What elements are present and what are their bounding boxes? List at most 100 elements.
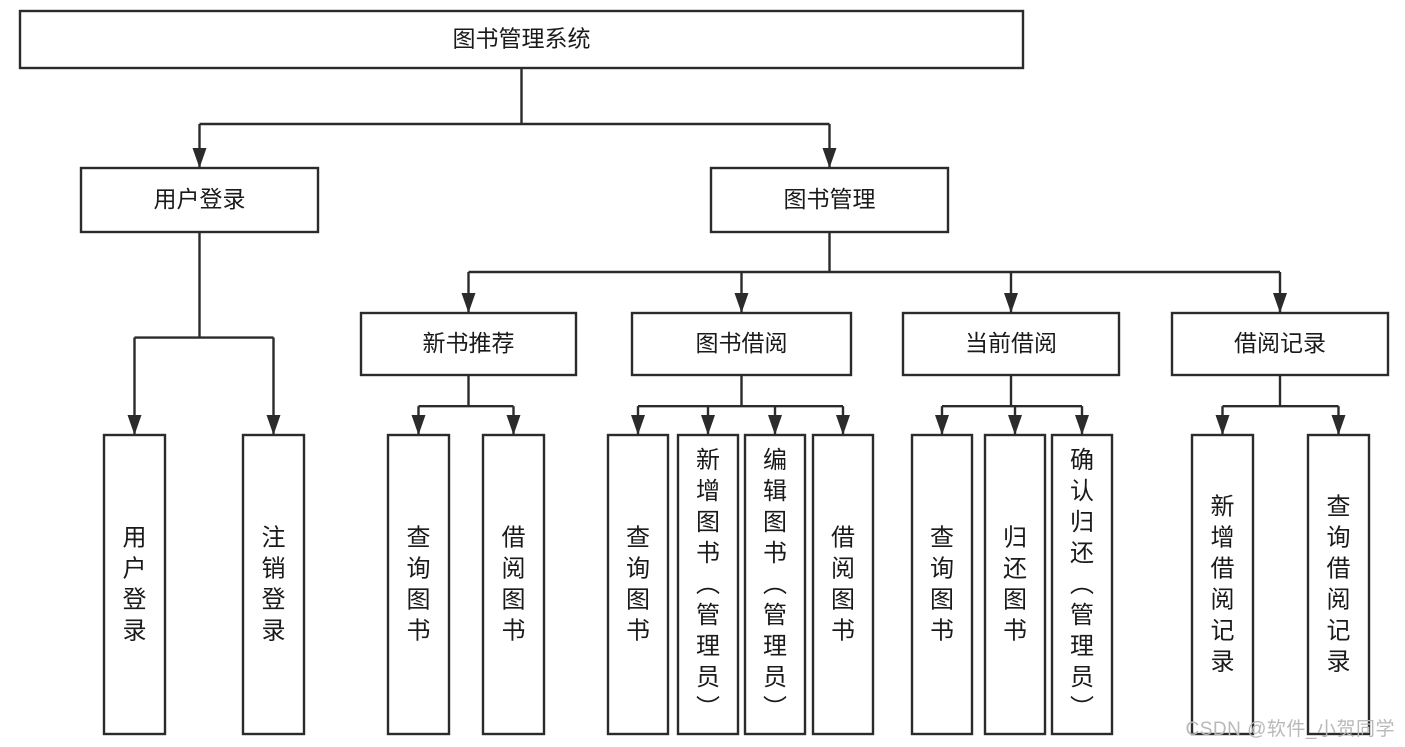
arrow-head-icon <box>935 415 949 435</box>
node-label-char: 阅 <box>1327 587 1351 614</box>
node-box <box>241 433 306 736</box>
node-box <box>676 433 740 736</box>
node-book-borrow[interactable]: 图书借阅 <box>630 311 853 377</box>
arrow-head-icon <box>1331 415 1346 435</box>
arrow-head-icon <box>266 415 281 435</box>
node-label-char: 查 <box>626 525 650 552</box>
node-label-char: 员 <box>696 664 720 691</box>
node-label-char: ︵ <box>1070 571 1094 598</box>
node-label-char: 图 <box>502 587 526 614</box>
arrow-head-icon <box>461 293 476 313</box>
node-label-char: 借 <box>502 525 526 552</box>
arrow-head-icon <box>734 293 749 313</box>
node-label-char: 书 <box>626 618 650 645</box>
node-label-char: 图 <box>930 587 954 614</box>
node-box <box>910 433 974 736</box>
node-box <box>901 311 1121 377</box>
node-label-char: ︶ <box>763 695 787 722</box>
node-label-char: ︵ <box>763 571 787 598</box>
arrow-head-icon <box>1215 415 1230 435</box>
node-box <box>102 433 167 736</box>
node-label-char: 认 <box>1070 478 1094 505</box>
arrow-head-icon <box>822 148 837 168</box>
node-label-char: 员 <box>1070 664 1094 691</box>
node-label-char: 录 <box>123 618 147 645</box>
node-box <box>630 311 853 377</box>
node-label: 借阅记录 <box>1234 330 1326 356</box>
node-label-char: 录 <box>262 618 286 645</box>
node-label-char: 管 <box>1070 602 1094 629</box>
node-label: 用户登录 <box>154 186 246 212</box>
node-box <box>811 433 875 736</box>
node-layer: 图书管理系统用户登录图书管理新书推荐图书借阅当前借阅借阅记录用户登录注销登录查询… <box>18 9 1390 736</box>
node-label-char: 书 <box>1003 618 1027 645</box>
node-label-char: 书 <box>831 618 855 645</box>
node-box <box>743 433 807 736</box>
node-borrow-record[interactable]: 借阅记录 <box>1170 311 1390 377</box>
node-label-char: 录 <box>1327 649 1351 676</box>
node-label-char: 新 <box>696 447 720 474</box>
node-label-char: 借 <box>1327 556 1351 583</box>
node-current-borrow[interactable]: 当前借阅 <box>901 311 1121 377</box>
node-label-char: 图 <box>763 509 787 536</box>
arrow-head-icon <box>411 415 426 435</box>
node-box <box>1050 433 1114 736</box>
node-label-char: 记 <box>1327 618 1351 645</box>
node-label-char: 记 <box>1211 618 1235 645</box>
node-user-login[interactable]: 用户登录 <box>79 166 320 234</box>
arrow-head-icon <box>1004 293 1018 313</box>
node-label-char: 归 <box>1070 509 1094 536</box>
node-label-char: 查 <box>1327 494 1351 521</box>
node-label-char: 管 <box>696 602 720 629</box>
node-label-char: 询 <box>930 556 954 583</box>
node-box <box>709 166 950 234</box>
node-label-char: 归 <box>1003 525 1027 552</box>
node-label-char: 阅 <box>502 556 526 583</box>
node-box <box>18 9 1025 70</box>
node-label-char: 图 <box>831 587 855 614</box>
node-label-char: 登 <box>123 587 147 614</box>
node-new-book-recommend[interactable]: 新书推荐 <box>359 311 578 377</box>
arrow-head-icon <box>506 415 521 435</box>
node-label-char: 查 <box>930 525 954 552</box>
node-label-char: ︶ <box>1070 695 1094 722</box>
node-label-char: 理 <box>696 633 720 660</box>
node-leaf-user-login[interactable]: 用户登录 <box>102 433 167 736</box>
node-label-char: 登 <box>262 587 286 614</box>
node-box <box>606 433 670 736</box>
node-label-char: 书 <box>502 618 526 645</box>
node-book-manage[interactable]: 图书管理 <box>709 166 950 234</box>
node-label-char: 图 <box>696 509 720 536</box>
node-label-char: 查 <box>407 525 431 552</box>
node-label-char: 借 <box>1211 556 1235 583</box>
node-label-char: 图 <box>626 587 650 614</box>
node-root[interactable]: 图书管理系统 <box>18 9 1025 70</box>
node-label-char: 注 <box>262 525 286 552</box>
node-label-char: ︶ <box>696 695 720 722</box>
node-label-char: 管 <box>763 602 787 629</box>
arrow-head-icon <box>631 415 645 435</box>
node-label-char: 还 <box>1003 556 1027 583</box>
node-label-char: 书 <box>407 618 431 645</box>
node-label-char: 辑 <box>763 478 787 505</box>
node-label-char: 书 <box>696 540 720 567</box>
node-label: 图书管理 <box>784 186 876 212</box>
node-box <box>481 433 546 736</box>
node-label-char: 还 <box>1070 540 1094 567</box>
node-label-char: 图 <box>407 587 431 614</box>
arrow-head-icon <box>1273 293 1287 313</box>
node-box <box>359 311 578 377</box>
